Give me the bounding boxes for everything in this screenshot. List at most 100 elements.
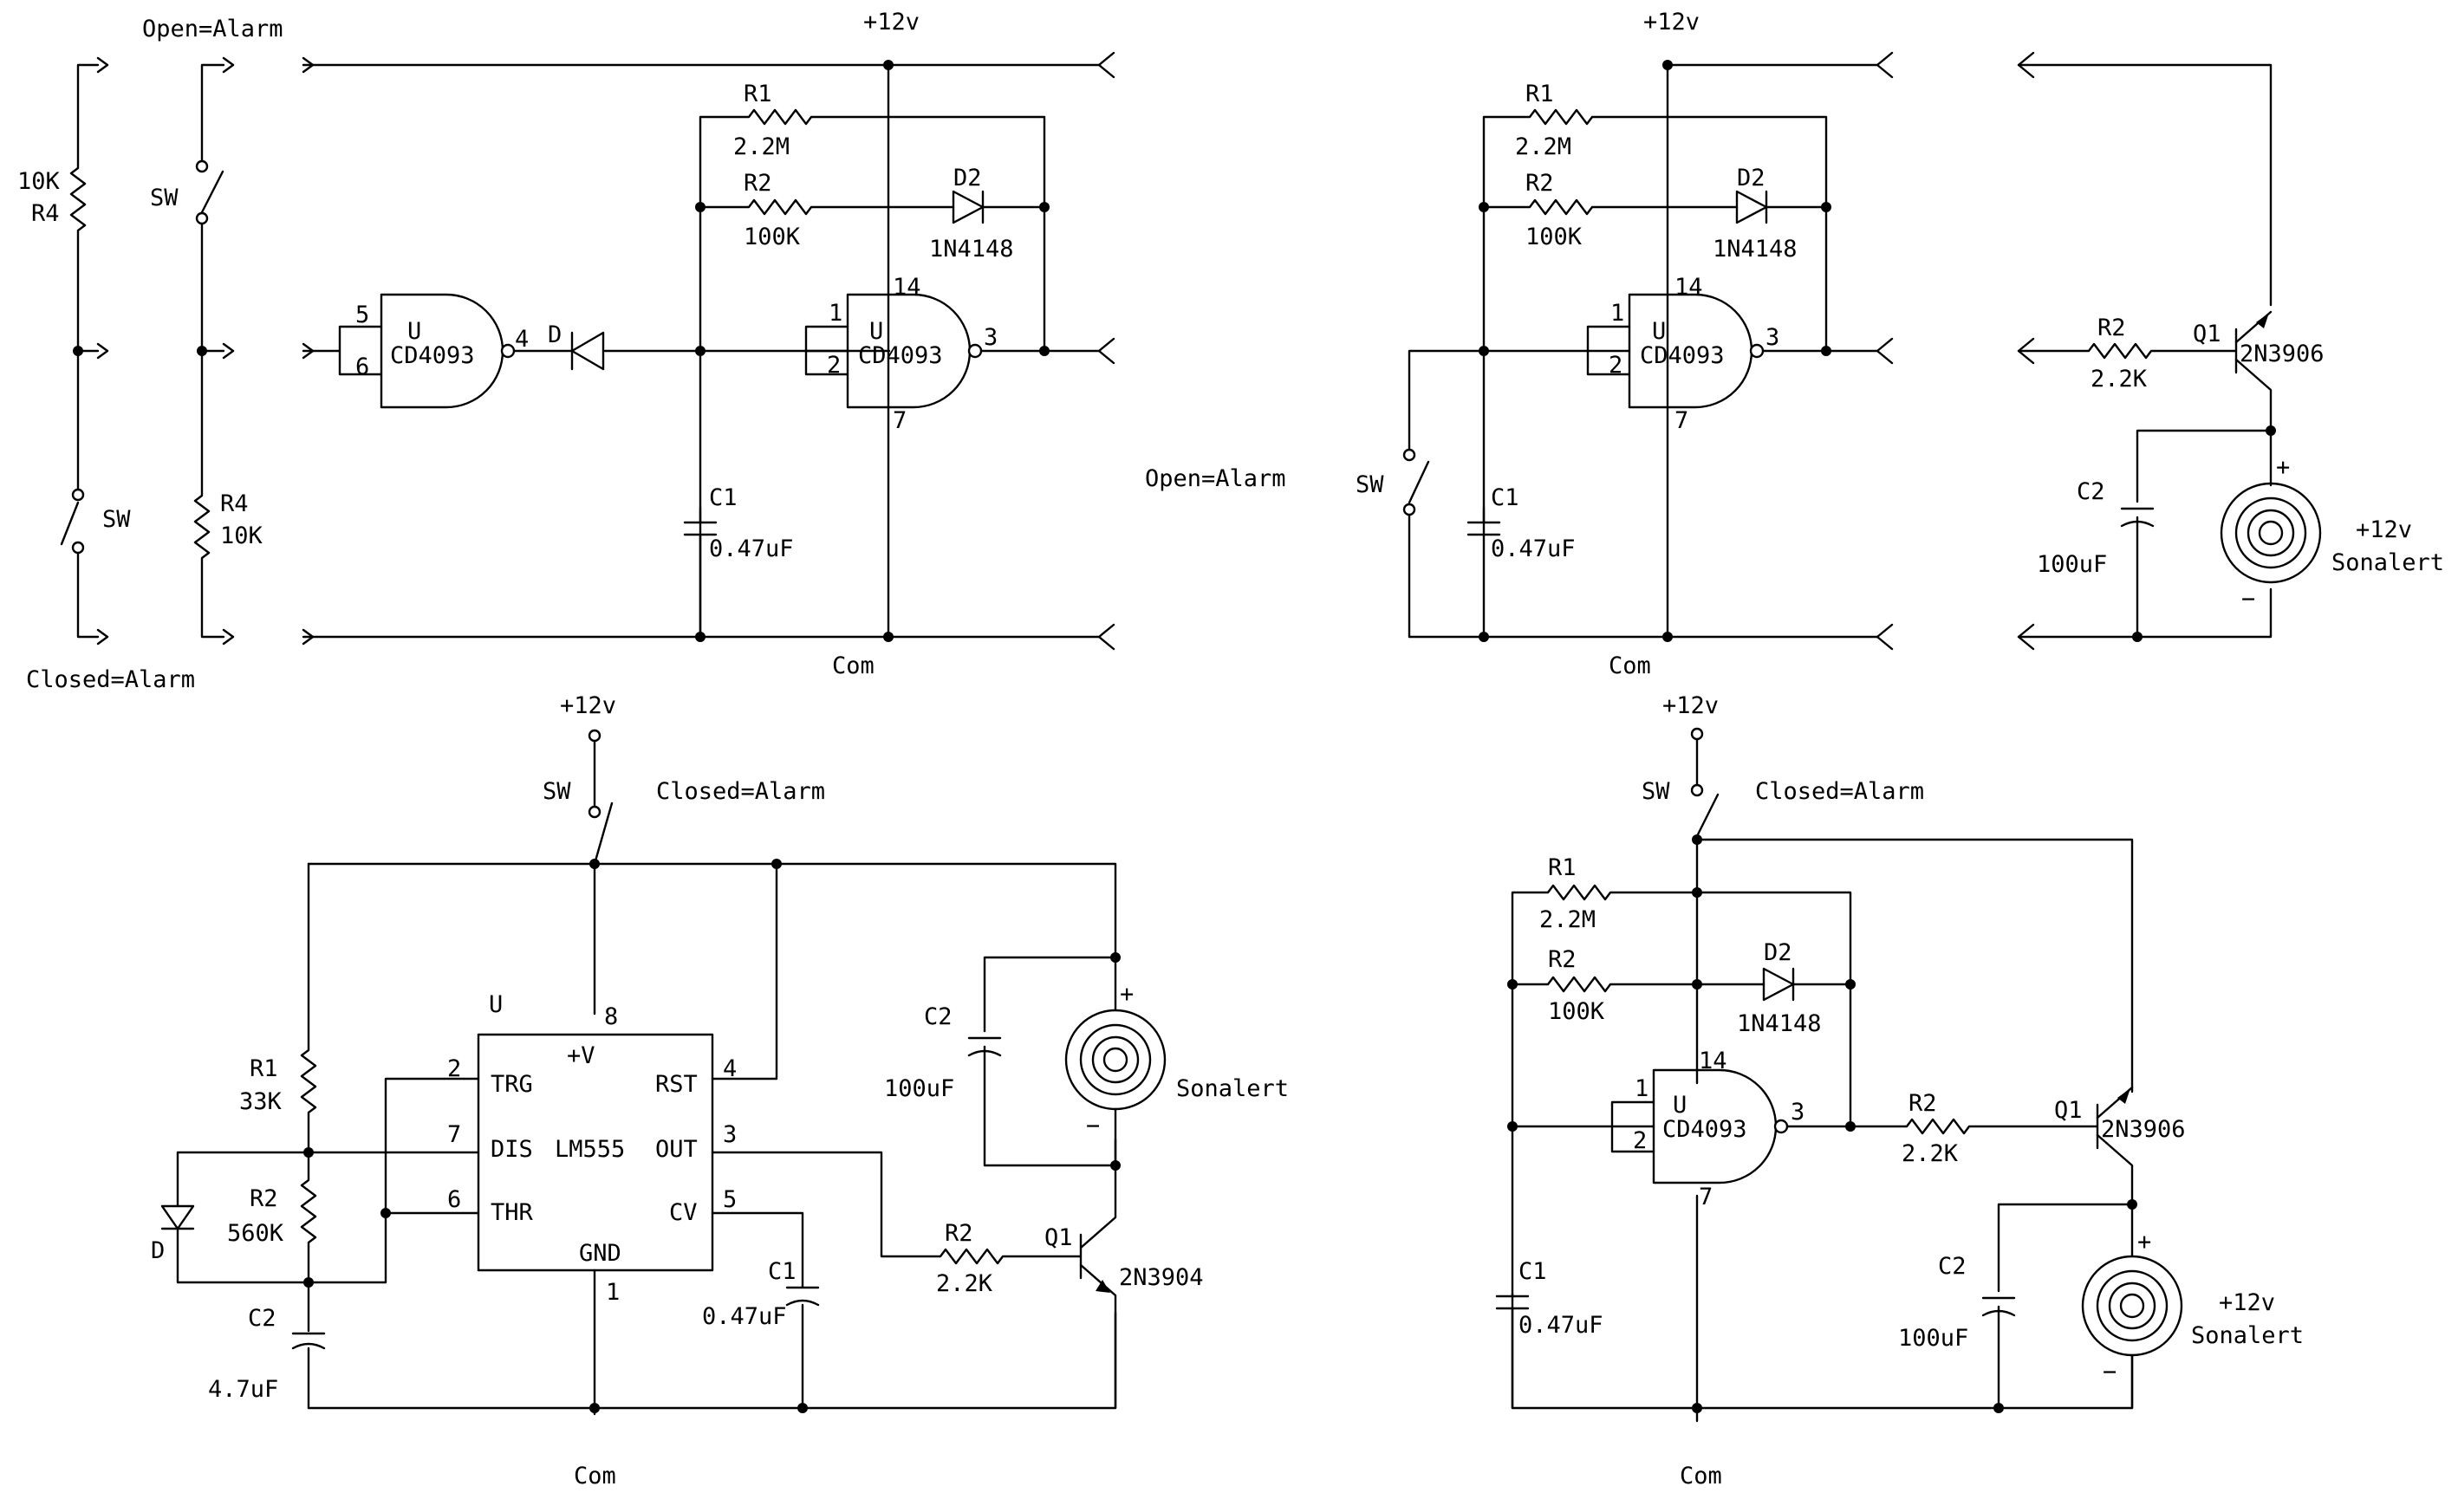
gate-unit: U: [1673, 1092, 1687, 1119]
sw-contact-top: [1402, 448, 1416, 462]
pin-3: 3: [984, 324, 998, 351]
c1-value: 0.47uF: [1518, 1312, 1603, 1339]
diode-d-name: D: [548, 321, 562, 348]
junction-dot: [1110, 1160, 1121, 1171]
right-input-arrows: [222, 56, 235, 646]
label-closed-alarm: Closed=Alarm: [1755, 778, 1924, 805]
d2-value: 1N4148: [1713, 236, 1798, 263]
junction-dot: [1110, 952, 1121, 963]
vcc-to-emitter: [1695, 838, 2134, 1093]
c1-capacitor: [683, 506, 718, 639]
rail-arrows: [1876, 51, 1894, 651]
pin-6: 6: [447, 1186, 461, 1213]
r1-value: 2.2M: [1515, 133, 1571, 160]
c2-name: C2: [248, 1305, 276, 1332]
com-label: Com: [832, 652, 875, 679]
sc2-name: C2: [924, 1003, 953, 1030]
vcc-label: +12v: [1662, 692, 1719, 719]
sw-label: SW: [1356, 471, 1384, 498]
c1-name: C1: [1491, 484, 1519, 511]
q1-emitter-arrow: [2117, 1088, 2130, 1104]
junction-dot: [883, 60, 894, 70]
q1-name: Q1: [2193, 321, 2221, 347]
timing-wires: [176, 1077, 480, 1284]
d2-value: 1N4148: [929, 236, 1014, 263]
sw-contact-bottom: [1690, 783, 1704, 797]
left-input-wire: [69, 63, 100, 639]
pin-3: 3: [723, 1121, 737, 1148]
junction-dot: [1479, 202, 1489, 212]
r1-name: R1: [250, 1055, 278, 1082]
junction-dot: [1692, 979, 1702, 990]
label-open-alarm: Open=Alarm: [1145, 465, 1286, 492]
gate1-inputs: [302, 325, 383, 376]
vcc-label: +12v: [1643, 9, 1700, 36]
c2-name: C2: [2077, 478, 2105, 505]
sonalert-label: Sonalert: [1176, 1075, 1289, 1102]
pin-5: 5: [355, 302, 369, 328]
sw-and-vcc-lead: [1695, 730, 1720, 1423]
r1-value: 2.2M: [733, 133, 790, 160]
c1-capacitor: [1466, 506, 1501, 536]
gate-unit: U: [1652, 318, 1666, 345]
r1-value: 2.2M: [1539, 906, 1596, 933]
r1-name: R1: [1548, 854, 1577, 881]
c1-name: C1: [1518, 1258, 1547, 1285]
pin-1: 1: [1635, 1075, 1648, 1102]
sonalert-ring-outer: [2220, 482, 2322, 584]
pin-2: 2: [827, 352, 841, 379]
pin-14: 14: [1699, 1048, 1727, 1074]
d2-diode: [952, 190, 985, 224]
gate-bubble: [1773, 1119, 1789, 1134]
gate2-unit: U: [869, 318, 883, 345]
junction-dot: [1692, 887, 1702, 898]
pin-2: 2: [447, 1055, 461, 1082]
pin-label-vcc: +V: [567, 1042, 595, 1069]
label-open-alarm: Open=Alarm: [142, 16, 283, 42]
junction-dot: [589, 1403, 600, 1413]
plus-sign: +: [1120, 981, 1134, 1008]
r1-name: R1: [1525, 81, 1554, 107]
circuit-cd4093-switch: +12v R1 2.2M R2 100K D2 1N4148 U CD4093 …: [1145, 9, 1894, 679]
junction-dot: [771, 859, 782, 869]
sc2-capacitor: [967, 1036, 1002, 1057]
r2-value: 2.2K: [1902, 1140, 1959, 1167]
sw-contact-bottom: [1402, 503, 1416, 516]
sc2-value: 100uF: [884, 1075, 954, 1102]
sw-label: SW: [1642, 778, 1670, 805]
sw-closed-alarm-contact-bottom: [71, 541, 85, 555]
output-to-base: [711, 1151, 1083, 1280]
pin-14: 14: [893, 274, 921, 301]
junction-dot: [1479, 346, 1489, 356]
pin-label-rst: RST: [655, 1071, 698, 1098]
gate-inputs: [1408, 325, 1631, 639]
pin-14: 14: [1674, 274, 1703, 301]
supply-wires: [307, 862, 1117, 1080]
sw-and-vcc-lead: [593, 730, 614, 1016]
sonalert-ring-middle: [1079, 1023, 1152, 1096]
c1-capacitor: [1495, 1292, 2134, 1410]
chip-unit: U: [489, 991, 503, 1018]
sonalert-ring-inner: [1091, 1035, 1140, 1084]
gate-inputs: [1511, 1100, 1655, 1153]
junction-dot: [695, 202, 706, 212]
r2-name: R2: [1548, 946, 1577, 973]
d2-diode: [1762, 967, 1795, 1002]
d2-diode: [1735, 190, 1768, 224]
junction-dot: [1692, 834, 1702, 845]
cv-capacitor: [711, 1211, 820, 1410]
c2-value: 100uF: [1898, 1325, 1968, 1352]
c1-name: C1: [709, 484, 738, 511]
junction-dot: [1479, 632, 1489, 642]
gate2-inputs: [804, 325, 849, 376]
r2-feedback: [1482, 198, 1828, 216]
circuit-cd4093-sonalert: +12v SW Closed=Alarm R1 2.2M R2 100K D2 …: [1495, 692, 2304, 1489]
gate2-part: CD4093: [858, 342, 943, 369]
junction-dot: [1507, 1121, 1518, 1132]
pin-label-thr: THR: [491, 1199, 534, 1226]
c1-value: 0.47uF: [702, 1303, 787, 1330]
sw-blade: [1408, 460, 1430, 504]
pin-3: 3: [1791, 1099, 1804, 1126]
pin-7: 7: [1699, 1184, 1713, 1210]
vcc-label: +12v: [2356, 516, 2412, 543]
